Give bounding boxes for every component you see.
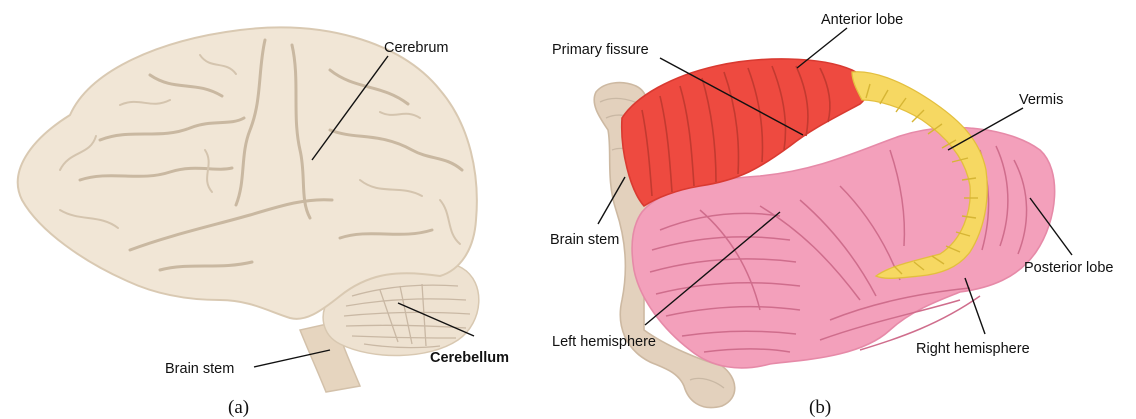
caption-b: (b) xyxy=(809,397,831,418)
label-cerebellum: Cerebellum xyxy=(430,350,509,366)
label-brain-stem-b: Brain stem xyxy=(550,232,619,248)
label-left-hemisphere: Left hemisphere xyxy=(552,334,656,350)
label-vermis: Vermis xyxy=(1019,92,1063,108)
label-cerebrum: Cerebrum xyxy=(384,40,448,56)
label-anterior-lobe: Anterior lobe xyxy=(821,12,903,28)
panel-a: Cerebrum Brain stem Cerebellum (a) xyxy=(18,28,509,419)
label-primary-fissure: Primary fissure xyxy=(552,42,649,58)
label-right-hemisphere: Right hemisphere xyxy=(916,341,1030,357)
label-brain-stem-a: Brain stem xyxy=(165,361,234,377)
label-posterior-lobe: Posterior lobe xyxy=(1024,260,1113,276)
caption-a: (a) xyxy=(228,397,249,418)
panel-b: Anterior lobe Primary fissure Vermis Bra… xyxy=(550,12,1113,418)
